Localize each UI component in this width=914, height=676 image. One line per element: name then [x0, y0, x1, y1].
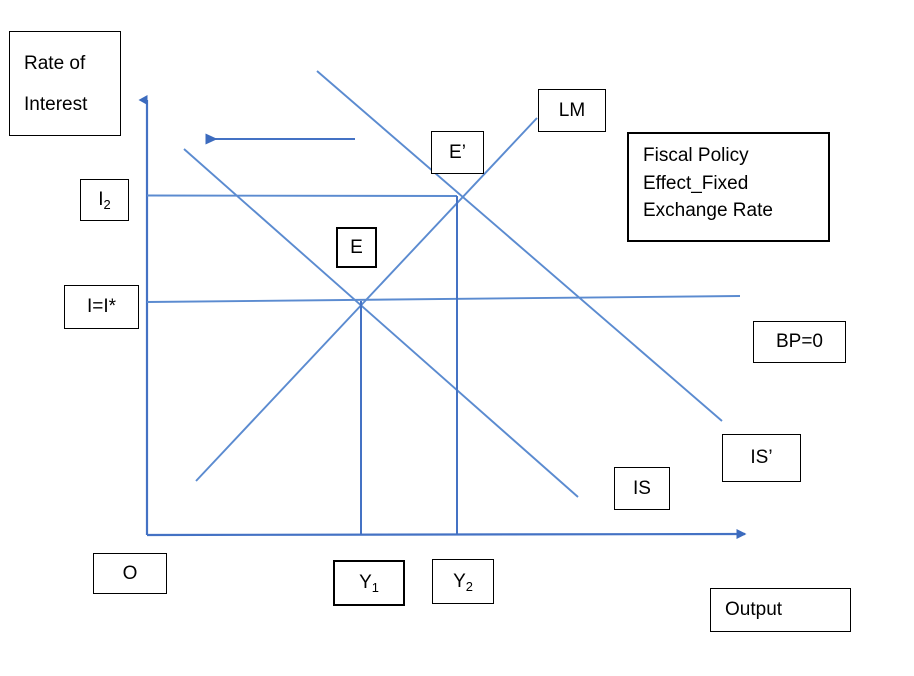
lm-curve-label-text: LM [558, 99, 586, 121]
y1-label: Y1 [333, 560, 405, 606]
figure-title-line-1: Fiscal Policy [643, 145, 749, 166]
x-axis [146, 529, 747, 540]
y2-label-text: Y2 [453, 570, 473, 594]
y2-label-subscript: 2 [465, 578, 473, 594]
figure-title-line-2: Effect_Fixed [643, 172, 749, 194]
is-curve [183, 148, 579, 498]
i2-label-subscript: 2 [103, 197, 111, 213]
i2-label: I2 [80, 179, 129, 221]
bp-curve-label: BP=0 [753, 321, 846, 363]
is-prime-curve [316, 70, 723, 422]
i-star-label: I=I* [64, 285, 139, 329]
y-axis-title-line-1: Rate of [24, 53, 86, 74]
y1-label-text: Y1 [359, 572, 379, 596]
i2-label-text: I2 [98, 189, 111, 213]
i-star-label-text: I=I* [86, 296, 117, 318]
lm-curve [195, 117, 538, 482]
y-axis-title-box: Rate of Interest [9, 31, 121, 136]
origin-label-text: O [122, 562, 138, 584]
lm-curve-label: LM [538, 89, 606, 132]
y-axis-title-line-2: Interest [24, 93, 88, 115]
origin-label: O [93, 553, 167, 594]
e-prime-label-text: E’ [449, 141, 466, 163]
x-axis-title-text: Output [725, 599, 783, 621]
is-prime-curve-label-text: IS’ [750, 447, 773, 469]
bp-curve-label-text: BP=0 [775, 331, 823, 353]
is-curve-label: IS [614, 467, 670, 510]
i2-level-line [146, 194, 458, 197]
e-label: E [336, 227, 377, 268]
y1-label-subscript: 1 [371, 580, 379, 596]
x-axis-title-box: Output [710, 588, 851, 632]
figure-title-box: Fiscal Policy Effect_Fixed Exchange Rate [627, 132, 830, 242]
bp-curve [146, 295, 741, 303]
e-prime-label: E’ [431, 131, 484, 174]
is-curve-label-text: IS [633, 477, 651, 499]
figure-title-line-3: Exchange Rate [643, 200, 773, 222]
e-label-text: E [350, 236, 363, 258]
is-prime-curve-label: IS’ [722, 434, 801, 482]
y2-label: Y2 [432, 559, 494, 604]
